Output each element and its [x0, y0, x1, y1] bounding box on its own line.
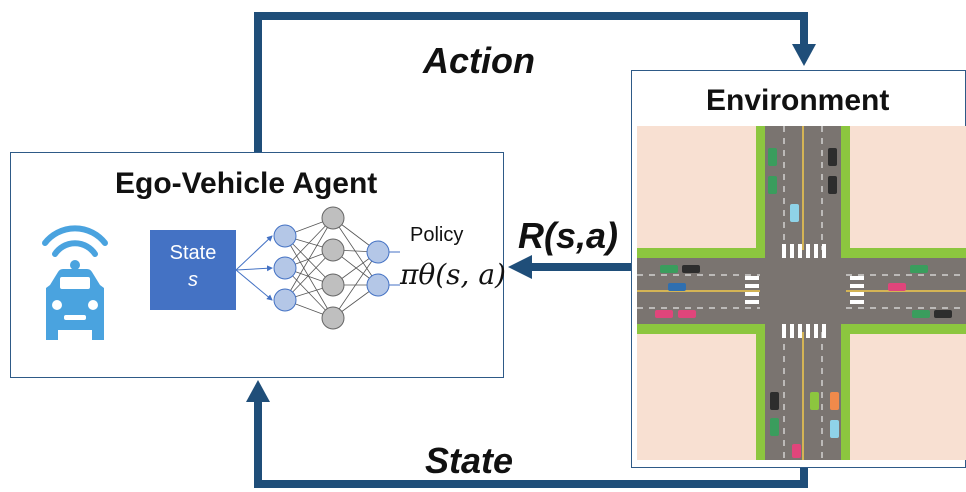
- vehicle: [655, 148, 952, 458]
- reward-arrow: [508, 255, 631, 279]
- state-box-label: State: [169, 242, 217, 264]
- environment-title: Environment: [706, 84, 890, 117]
- agent-box: [10, 152, 504, 378]
- agent-title: Ego-Vehicle Agent: [115, 167, 378, 200]
- intersection-image: [637, 126, 966, 460]
- state-arrow: [246, 380, 808, 488]
- state-box: State s: [150, 230, 236, 310]
- action-arrow: [254, 12, 816, 152]
- policy-label: Policy: [410, 224, 464, 246]
- neural-network: [235, 206, 400, 330]
- connected-car-icon: [42, 225, 108, 340]
- reward-label: R(s,a): [518, 215, 619, 256]
- state-symbol: s: [188, 269, 198, 291]
- policy-expression: πθ(s, a): [400, 258, 506, 291]
- action-label: Action: [423, 40, 535, 81]
- state-label: State: [425, 440, 514, 481]
